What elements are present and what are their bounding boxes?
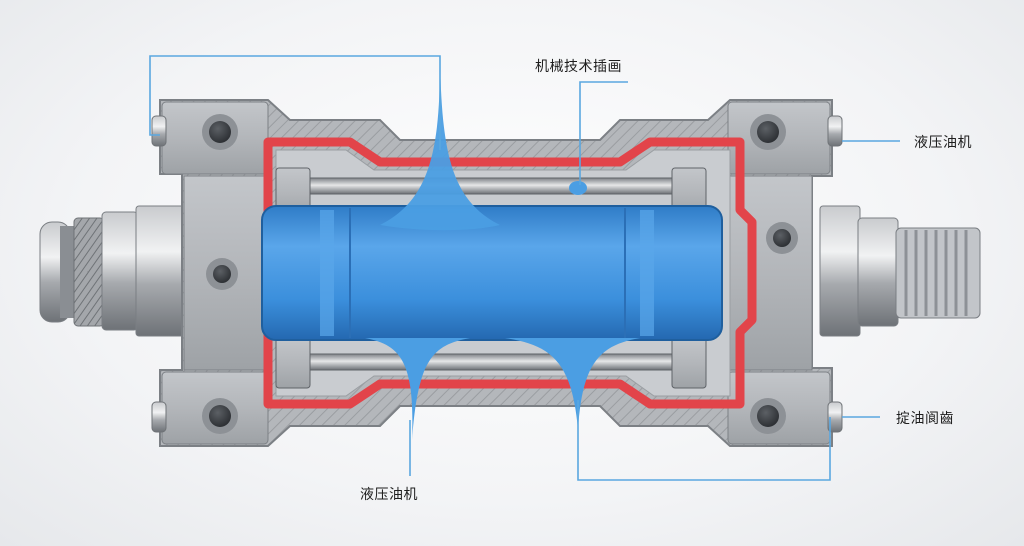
fluid-chamber <box>261 205 723 341</box>
bolt-head-right-top <box>827 115 843 147</box>
port-hole-left <box>206 258 238 290</box>
bolt-hole-top-right <box>750 114 786 150</box>
leader-line-bottom-right <box>577 400 831 481</box>
label-right-bottom: 掟油阆齒 <box>896 411 954 427</box>
bolt-hole-bottom-right <box>750 398 786 434</box>
bolt-head-left-bottom <box>151 401 167 433</box>
fluid-drip-bottom-left <box>365 338 470 440</box>
port-hole-right <box>766 222 798 254</box>
left-shaft-end <box>39 205 187 337</box>
leader-line-top-center <box>579 81 628 185</box>
fluid-drop-small <box>569 181 587 195</box>
leader-line-top-left <box>149 55 441 150</box>
label-top-center: 机械技术插画 <box>535 59 622 75</box>
bolt-hole-top-left <box>202 114 238 150</box>
bolt-head-left-top <box>151 115 167 147</box>
right-shaft-end <box>819 205 981 337</box>
bolt-hole-bottom-left <box>202 398 238 434</box>
fluid-drip-bottom-right <box>505 338 640 430</box>
label-right-top: 液压油机 <box>914 135 972 151</box>
label-bottom-left: 液压油机 <box>360 487 418 503</box>
